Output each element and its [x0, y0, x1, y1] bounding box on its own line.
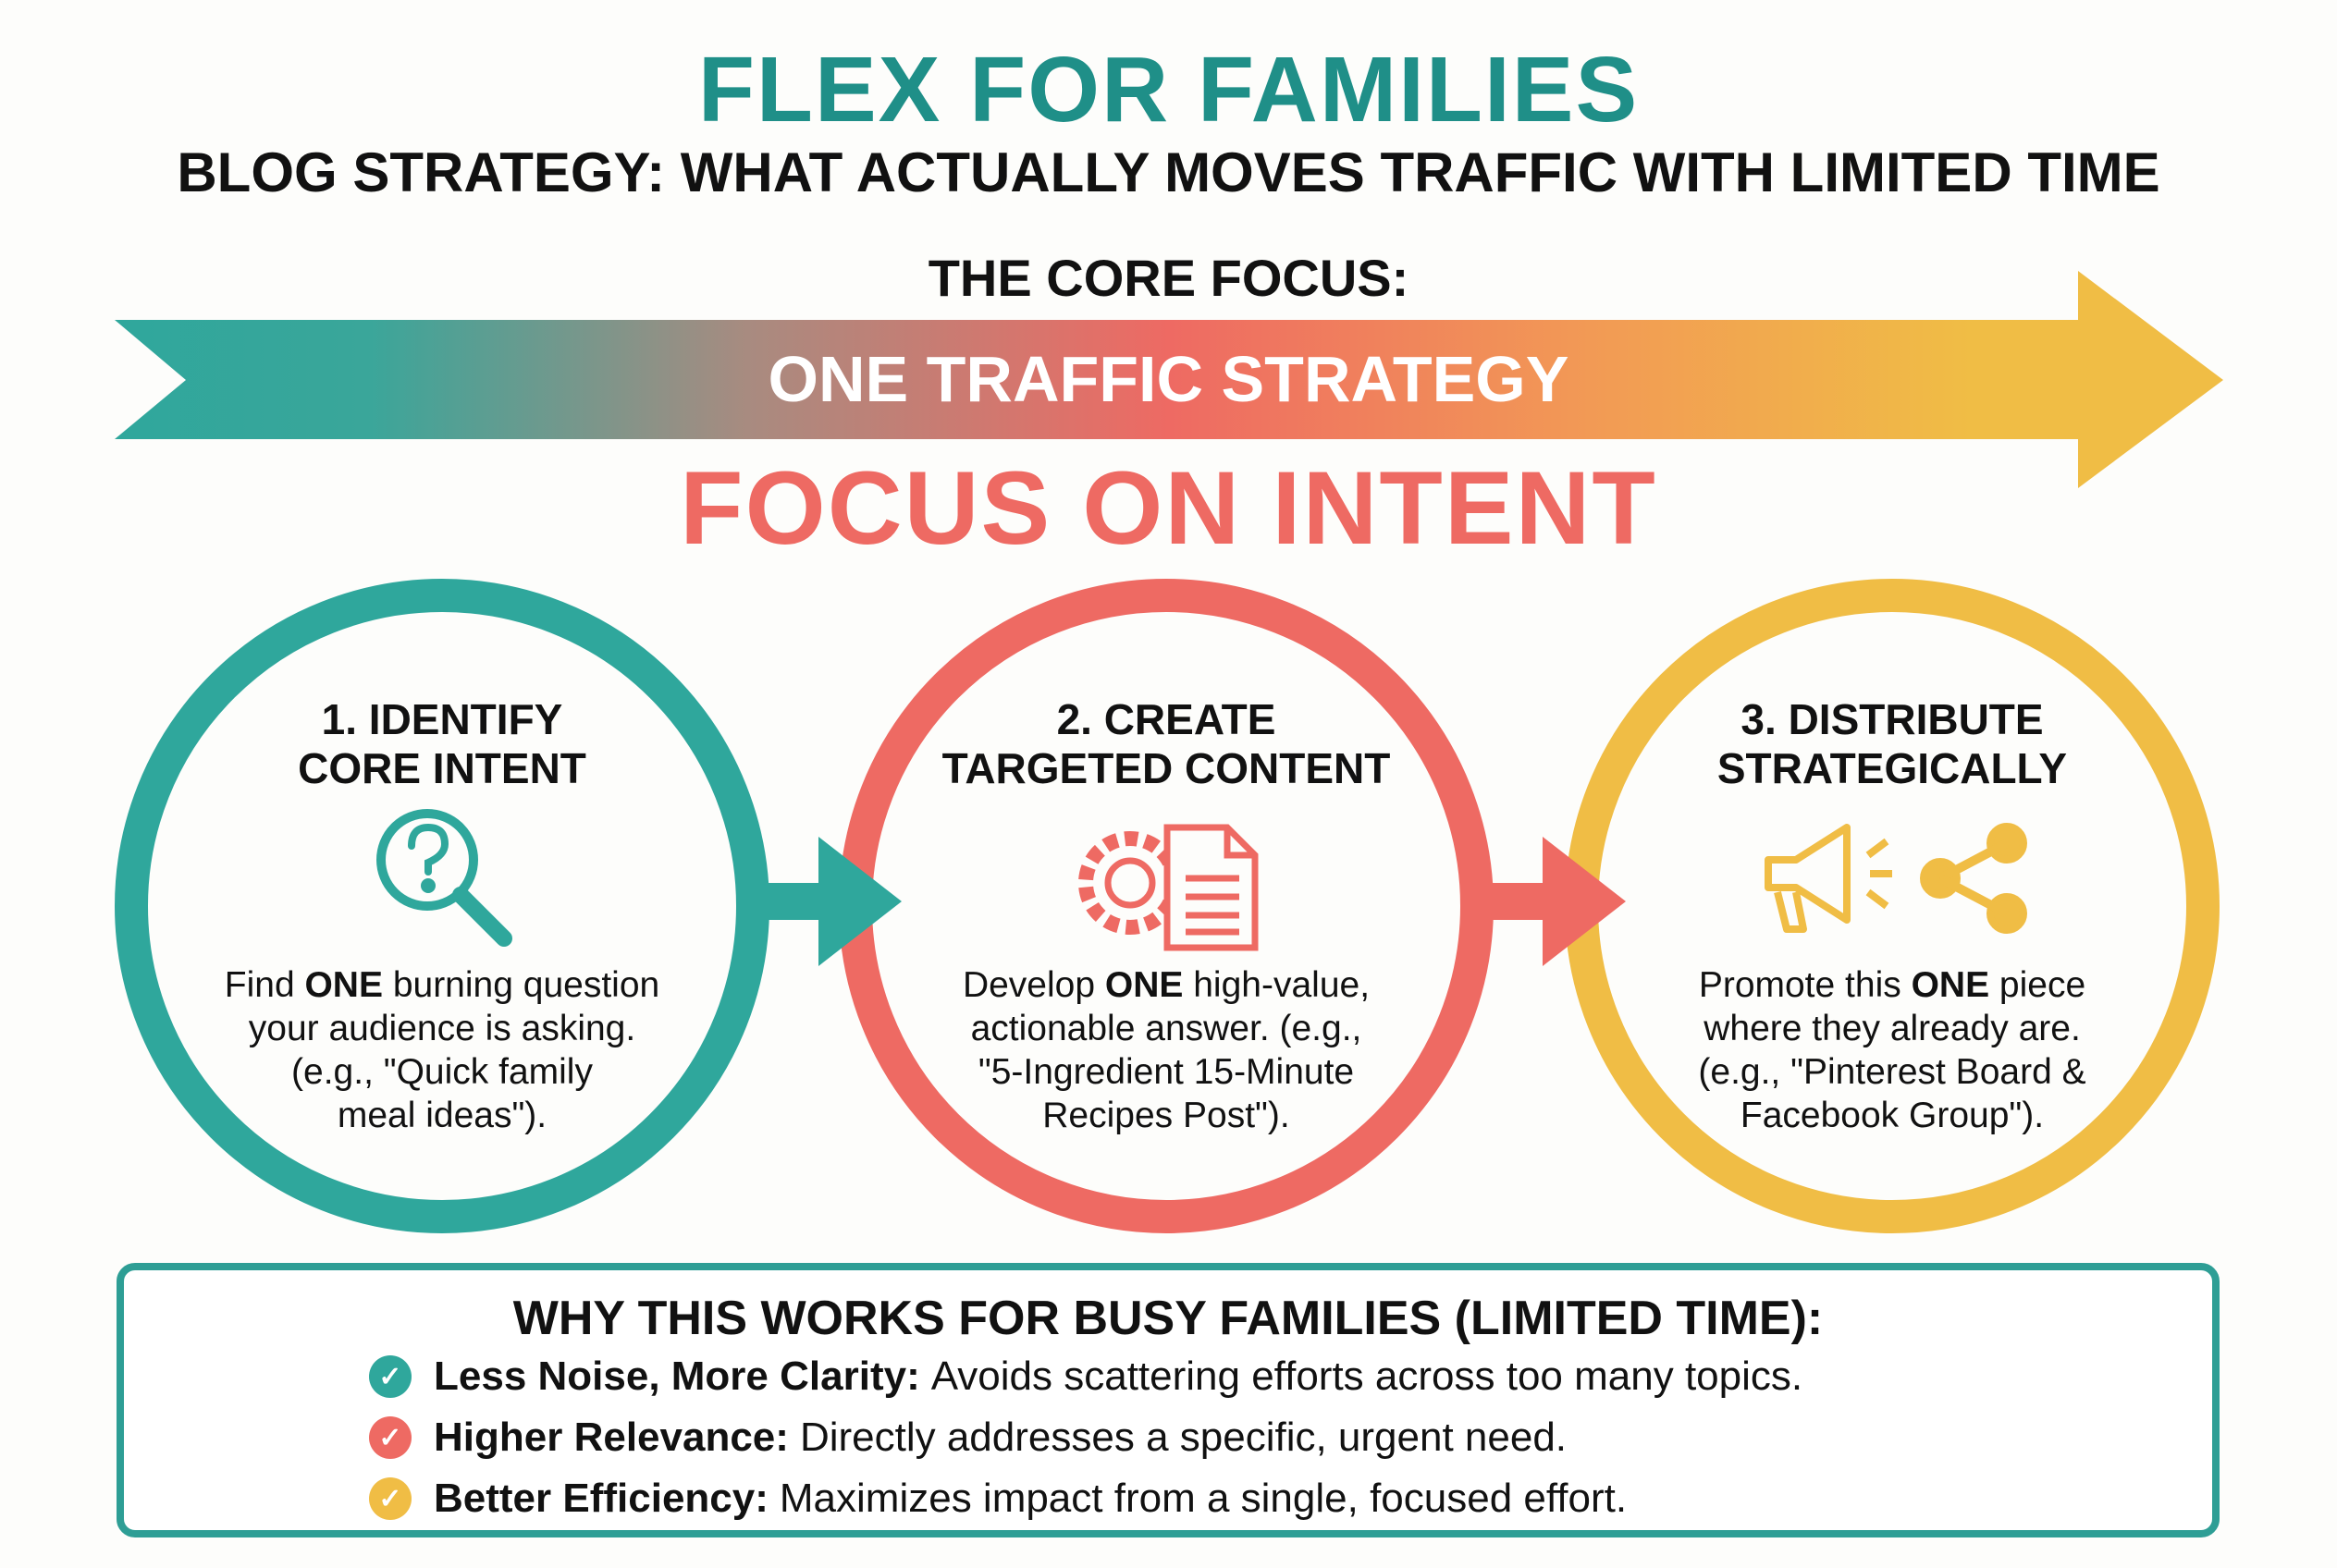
why-item-label: Less Noise, More Clarity: — [434, 1354, 920, 1399]
why-item-label: Better Efficiency: — [434, 1476, 769, 1521]
text: (e.g., "Quick family — [291, 1052, 593, 1092]
text: where they already are. — [1704, 1009, 2081, 1048]
check-circle-icon: ✓ — [369, 1416, 412, 1459]
emphasis: ONE — [304, 965, 383, 1005]
text: actionable answer. (e.g., — [970, 1009, 1362, 1048]
why-item: ✓ Less Noise, More Clarity: Avoids scatt… — [369, 1354, 1802, 1400]
step-2-description: Develop ONE high-value, actionable answe… — [907, 963, 1425, 1137]
page-title: FLEX FOR FAMILIES — [697, 38, 1640, 141]
teal-connector-arrow — [744, 837, 902, 966]
text: Find — [224, 965, 305, 1005]
core-focus-arrow — [115, 271, 2223, 488]
text: "5-Ingredient 15-Minute — [978, 1052, 1355, 1092]
why-item-text: Directly addresses a specific, urgent ne… — [799, 1415, 1568, 1460]
text: meal ideas"). — [337, 1096, 547, 1135]
step-title-line: 1. IDENTIFY — [321, 695, 563, 743]
emphasis: ONE — [1104, 965, 1184, 1005]
question-magnifier-icon — [376, 809, 512, 947]
text: (e.g., "Pinterest Board & — [1698, 1052, 2086, 1092]
arrow-label: ONE TRAFFIC STRATEGY — [768, 343, 1569, 415]
text: piece — [1989, 965, 2086, 1005]
text: high-value, — [1183, 965, 1371, 1005]
why-box: WHY THIS WORKS FOR BUSY FAMILIES (LIMITE… — [117, 1263, 2220, 1537]
step-title-line: CORE INTENT — [298, 744, 586, 792]
text: Develop — [962, 965, 1105, 1005]
why-heading: WHY THIS WORKS FOR BUSY FAMILIES (LIMITE… — [512, 1292, 1824, 1345]
check-circle-icon: ✓ — [369, 1477, 412, 1520]
step-3-description: Promote this ONE piece where they alread… — [1633, 963, 2151, 1137]
text: Recipes Post"). — [1042, 1096, 1290, 1135]
step-title-line: TARGETED CONTENT — [941, 744, 1391, 792]
step-title-line: STRATEGICALLY — [1716, 744, 2068, 792]
text: burning question — [382, 965, 660, 1005]
step-1-title: 1. IDENTIFY CORE INTENT — [183, 695, 701, 793]
focus-heading: FOCUS ON INTENT — [680, 450, 1657, 566]
step-2-title: 2. CREATE TARGETED CONTENT — [907, 695, 1425, 793]
why-item: ✓ Better Efficiency: Maximizes impact fr… — [369, 1476, 1627, 1522]
why-item-text: Maximizes impact from a single, focused … — [779, 1476, 1628, 1521]
emphasis: ONE — [1911, 965, 1990, 1005]
megaphone-share-icon — [1765, 823, 2027, 934]
step-title-line: 3. DISTRIBUTE — [1740, 695, 2044, 743]
text: Promote this — [1698, 965, 1912, 1005]
coral-connector-arrow — [1469, 837, 1626, 966]
page-subtitle: BLOG STRATEGY: WHAT ACTUALLY MOVES TRAFF… — [177, 141, 2160, 203]
text: Facebook Group"). — [1740, 1096, 2045, 1135]
gear-document-icon — [1078, 824, 1259, 951]
why-item-label: Higher Relevance: — [434, 1415, 789, 1460]
check-circle-icon: ✓ — [369, 1355, 412, 1398]
why-item: ✓ Higher Relevance: Directly addresses a… — [369, 1415, 1567, 1461]
core-focus-label: THE CORE FOCUS: — [928, 249, 1409, 307]
step-1-description: Find ONE burning question your audience … — [183, 963, 701, 1137]
why-item-text: Avoids scattering efforts across too man… — [930, 1354, 1803, 1399]
step-title-line: 2. CREATE — [1056, 695, 1276, 743]
step-3-title: 3. DISTRIBUTE STRATEGICALLY — [1633, 695, 2151, 793]
text: your audience is asking. — [248, 1009, 636, 1048]
